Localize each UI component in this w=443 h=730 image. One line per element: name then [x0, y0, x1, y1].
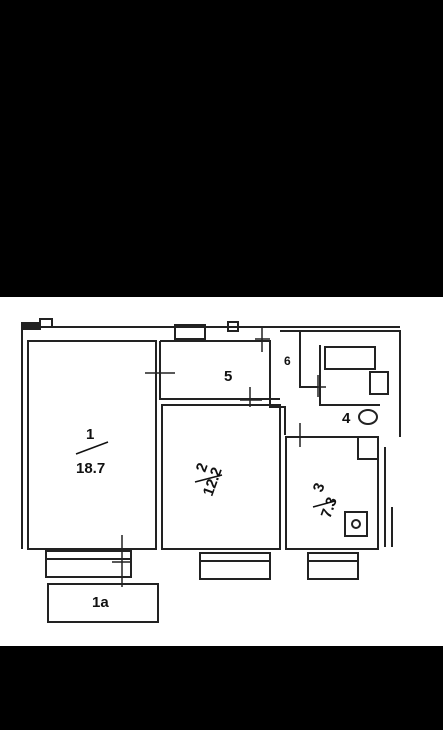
window — [45, 550, 132, 578]
wall-segment — [174, 324, 206, 340]
grid-marker — [112, 327, 326, 587]
floor-plan: 1 18.7 2 12.2 3 7.3 4 5 6 1a — [21, 318, 401, 623]
room-3-divider — [312, 500, 336, 508]
room-4-number: 4 — [342, 410, 351, 427]
room-1a-number: 1a — [92, 594, 109, 611]
room-1-number: 1 — [86, 426, 94, 443]
room-2-outline — [161, 404, 281, 550]
wall-segment — [39, 318, 53, 328]
room-1-outline — [27, 340, 157, 550]
stove — [344, 511, 368, 537]
room-3-area: 7.3 — [318, 495, 341, 520]
room-2-divider — [194, 474, 223, 483]
room-5-outline — [159, 340, 286, 435]
room-3-number: 3 — [310, 481, 329, 495]
exterior-wall — [384, 447, 393, 547]
window — [307, 552, 359, 580]
balcony-1a — [47, 583, 159, 623]
floor-plan-area: 1 18.7 2 12.2 3 7.3 4 5 6 1a — [0, 297, 443, 646]
wall-segment — [21, 322, 41, 330]
stove-burner — [351, 519, 361, 529]
room-5-number: 5 — [224, 368, 232, 385]
sink — [369, 371, 389, 395]
kitchen-sink — [357, 436, 379, 460]
window — [199, 552, 271, 580]
room-1-divider — [75, 441, 109, 455]
room-6-number: 6 — [284, 354, 291, 368]
wall-segment — [227, 321, 239, 332]
room-1-area: 18.7 — [76, 460, 105, 477]
room-3-outline — [285, 436, 379, 550]
toilet — [358, 409, 378, 425]
bathtub — [324, 346, 376, 370]
